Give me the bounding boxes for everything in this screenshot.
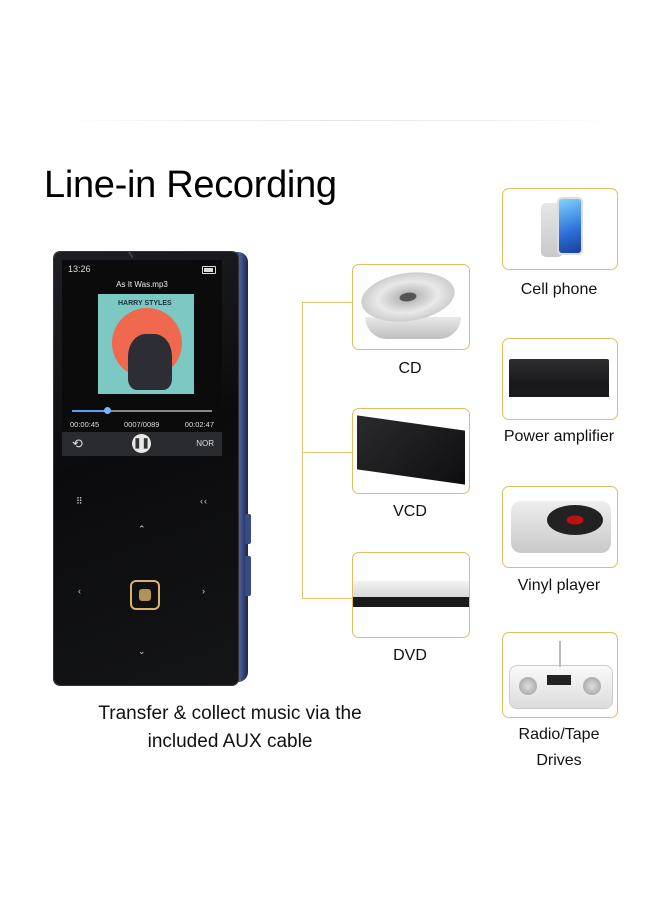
cover-text: HARRY STYLES bbox=[118, 300, 172, 307]
caption-line-1: Transfer & collect music via the bbox=[98, 703, 362, 724]
vcd-card bbox=[352, 408, 470, 494]
total-time: 00:02:47 bbox=[184, 420, 214, 429]
progress-fill bbox=[72, 410, 107, 412]
connector-dvd bbox=[302, 598, 352, 599]
radio-display-graphic bbox=[547, 675, 571, 685]
radio-tape-label-line-1: Radio/Tape bbox=[518, 726, 600, 743]
song-title: As It Was.mp3 bbox=[116, 280, 168, 289]
control-row: ⟲ ❚❚ NOR bbox=[62, 432, 222, 456]
dvd-tray-graphic bbox=[353, 597, 469, 607]
decorative-divider bbox=[60, 120, 620, 121]
play-mode: NOR bbox=[196, 439, 214, 448]
speaker-graphic bbox=[519, 677, 537, 695]
down-key-icon: ⌄ bbox=[138, 646, 147, 656]
player-screen: 13:26 As It Was.mp3 HARRY STYLES 00:00:4… bbox=[62, 260, 222, 456]
vcd-player-graphic bbox=[357, 415, 465, 485]
dvd-player-graphic bbox=[353, 581, 469, 597]
cell-phone-label: Cell phone bbox=[520, 281, 598, 298]
cd-player-base bbox=[365, 317, 461, 339]
radio-tape-label-line-2: Drives bbox=[536, 752, 582, 769]
dvd-card bbox=[352, 552, 470, 638]
radio-tape-card bbox=[502, 632, 618, 718]
speaker-graphic bbox=[583, 677, 601, 695]
connector-cd bbox=[302, 302, 352, 303]
cd-card bbox=[352, 264, 470, 350]
caption: Transfer & collect music via the include… bbox=[60, 700, 400, 756]
up-key-icon: ⌃ bbox=[138, 524, 147, 534]
power-amplifier-card bbox=[502, 338, 618, 420]
track-counter: 0007/0089 bbox=[124, 420, 160, 429]
power-amplifier-label: Power amplifier bbox=[503, 428, 615, 445]
dvd-label: DVD bbox=[393, 647, 427, 664]
cell-phone-card bbox=[502, 188, 618, 270]
progress-bar bbox=[72, 407, 212, 414]
elapsed-time: 00:00:45 bbox=[70, 420, 100, 429]
vinyl-record-graphic bbox=[547, 505, 603, 535]
vcd-label: VCD bbox=[393, 503, 427, 520]
side-volume-button bbox=[245, 514, 251, 544]
side-power-button bbox=[245, 556, 251, 596]
phone-front-graphic bbox=[557, 197, 583, 255]
caption-line-2: included AUX cable bbox=[147, 731, 313, 752]
center-key-icon bbox=[130, 580, 160, 610]
player-body: 13:26 As It Was.mp3 HARRY STYLES 00:00:4… bbox=[54, 252, 238, 685]
menu-key-icon: ⠿ bbox=[76, 496, 84, 506]
back-key-icon: ‹‹ bbox=[200, 496, 208, 506]
mp3-player-image: 13:26 As It Was.mp3 HARRY STYLES 00:00:4… bbox=[54, 252, 260, 685]
vinyl-player-label: Vinyl player bbox=[517, 577, 601, 594]
cover-portrait-graphic bbox=[128, 334, 172, 390]
page-title: Line-in Recording bbox=[44, 164, 337, 206]
radio-antenna-graphic bbox=[559, 641, 561, 667]
prev-key-icon: ‹ bbox=[78, 586, 82, 596]
pause-icon: ❚❚ bbox=[132, 434, 151, 453]
status-time: 13:26 bbox=[68, 264, 91, 274]
next-key-icon: › bbox=[202, 586, 206, 596]
vinyl-player-card bbox=[502, 486, 618, 568]
album-cover: HARRY STYLES bbox=[98, 294, 194, 394]
connector-vertical bbox=[302, 302, 303, 598]
repeat-icon: ⟲ bbox=[72, 436, 83, 451]
connector-vcd bbox=[302, 452, 352, 453]
progress-knob bbox=[104, 407, 111, 414]
cd-label: CD bbox=[398, 360, 422, 377]
battery-icon bbox=[202, 266, 216, 274]
amplifier-front-panel bbox=[509, 387, 609, 397]
